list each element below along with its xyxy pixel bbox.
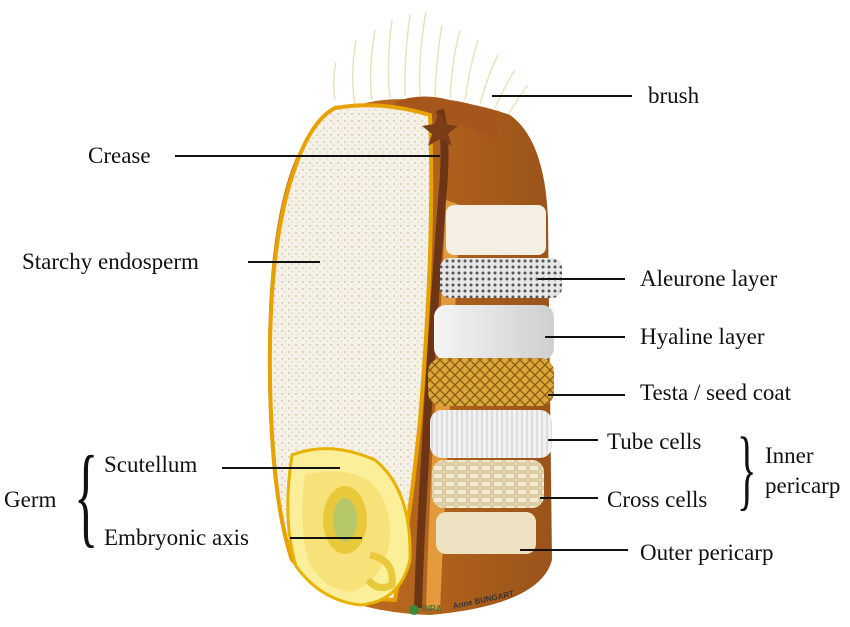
hyaline-layer-shape: [434, 305, 554, 360]
cross-cells-shape: [432, 460, 544, 508]
label-hyaline-layer: Hyaline layer: [640, 324, 765, 349]
label-scutellum: Scutellum: [104, 452, 198, 477]
embryonic-axis-core: [333, 498, 357, 542]
inner-pericarp-brace-icon: }: [737, 420, 757, 519]
endosperm-block: [446, 205, 546, 255]
crease-line: [414, 108, 449, 609]
label-starchy-endosperm: Starchy endosperm: [22, 249, 199, 274]
label-cross-cells: Cross cells: [607, 487, 708, 512]
testa-shape: [428, 358, 554, 406]
label-germ: Germ: [4, 487, 57, 512]
radicle-shape: [365, 551, 396, 592]
label-testa: Testa / seed coat: [640, 380, 792, 405]
label-crease: Crease: [88, 143, 151, 168]
crease-star: [422, 112, 458, 146]
germ-brace-icon: {: [74, 434, 99, 558]
brush-tuft: [395, 96, 505, 140]
label-embryonic-axis: Embryonic axis: [104, 525, 249, 550]
label-inner-pericarp-line1: Inner: [765, 443, 814, 468]
label-inner-pericarp-line2: pericarp: [765, 473, 841, 498]
label-tube-cells: Tube cells: [607, 429, 702, 454]
label-brush: brush: [648, 83, 700, 108]
leader-lines: [175, 95, 632, 551]
label-outer-pericarp: Outer pericarp: [640, 540, 774, 565]
aleurone-layer-shape: [440, 258, 562, 298]
label-aleurone-layer: Aleurone layer: [640, 266, 778, 291]
outer-pericarp-block: [436, 512, 536, 554]
inra-logo-icon: [409, 605, 419, 615]
tube-cells-shape: [430, 410, 552, 458]
credit-logo-text: INRA: [422, 604, 442, 613]
